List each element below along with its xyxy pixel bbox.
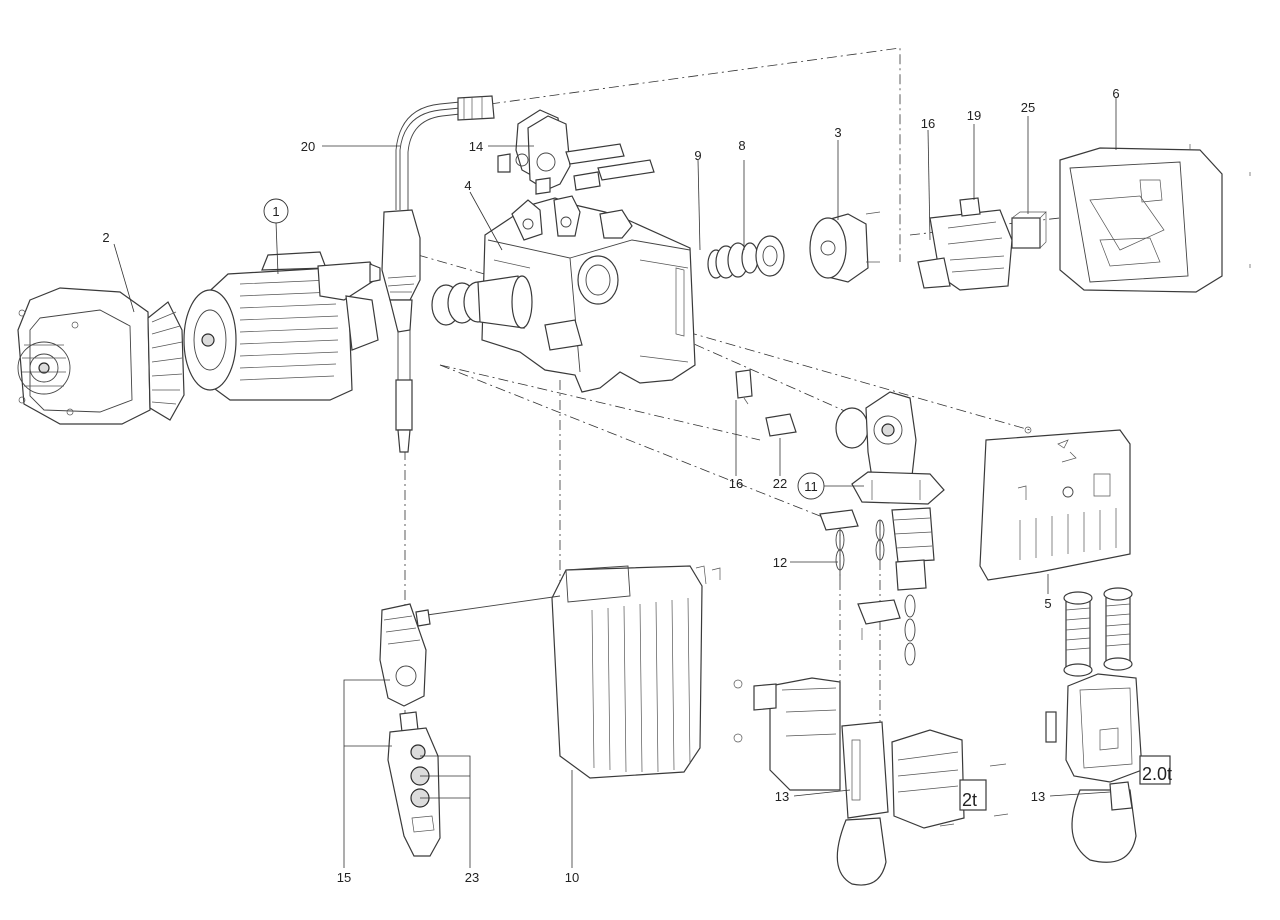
gear-set-part <box>431 275 533 329</box>
side-cover-part <box>979 426 1131 581</box>
callout-labels: 1 2 3 4 5 6 8 9 10 11 12 13 13 14 15 16 … <box>102 86 1119 885</box>
callout-2: 2 <box>102 230 109 245</box>
callout-20: 20 <box>301 139 315 154</box>
chain-drive-part <box>835 391 945 505</box>
gearbox-housing-part <box>481 195 696 393</box>
brake-disc-part <box>809 211 881 283</box>
callout-8: 8 <box>738 138 745 153</box>
assembly-lines <box>404 47 1131 740</box>
callout-12: 12 <box>773 555 787 570</box>
large-hook-block-part: 2.0t <box>1045 673 1172 863</box>
contactor-assembly-part <box>917 197 1047 291</box>
callout-4: 4 <box>464 178 471 193</box>
callout-23: 23 <box>465 870 479 885</box>
control-box-part <box>1059 144 1251 293</box>
motor-part <box>183 251 381 401</box>
callout-13-right: 13 <box>1031 789 1045 804</box>
callout-10: 10 <box>565 870 579 885</box>
callout-5: 5 <box>1044 596 1051 611</box>
brake-rings-part <box>707 235 785 279</box>
bottom-block-part: 2t <box>733 677 1009 886</box>
callout-16-lower: 16 <box>729 476 743 491</box>
limit-switch-part <box>735 369 753 405</box>
control-cable-part <box>381 95 495 453</box>
callout-19: 19 <box>967 108 981 123</box>
callout-circle-1 <box>263 198 289 224</box>
load-chain-part <box>819 507 935 666</box>
callout-6: 6 <box>1112 86 1119 101</box>
callout-22: 22 <box>773 476 787 491</box>
plate-label-20t: 2.0t <box>1142 764 1172 784</box>
callout-9: 9 <box>694 148 701 163</box>
rollers-part <box>1063 587 1133 677</box>
callout-1: 1 <box>272 204 279 219</box>
callout-circle-11 <box>797 472 825 500</box>
callout-3: 3 <box>834 125 841 140</box>
pendant-grip-part <box>379 603 427 707</box>
fan-impeller-part <box>147 301 185 421</box>
leader-lines <box>113 98 1117 868</box>
callout-25: 25 <box>1021 100 1035 115</box>
pendant-control-part <box>387 711 441 857</box>
callout-13-middle: 13 <box>775 789 789 804</box>
fan-cover-part <box>17 287 151 425</box>
callout-11: 11 <box>804 479 818 494</box>
callout-16-upper: 16 <box>921 116 935 131</box>
switch-22-part <box>765 413 797 437</box>
callout-14: 14 <box>469 139 483 154</box>
callout-15: 15 <box>337 870 351 885</box>
chain-bag-part <box>415 565 721 779</box>
suspension-bracket-part <box>497 109 655 195</box>
plate-label-2t: 2t <box>962 790 977 810</box>
